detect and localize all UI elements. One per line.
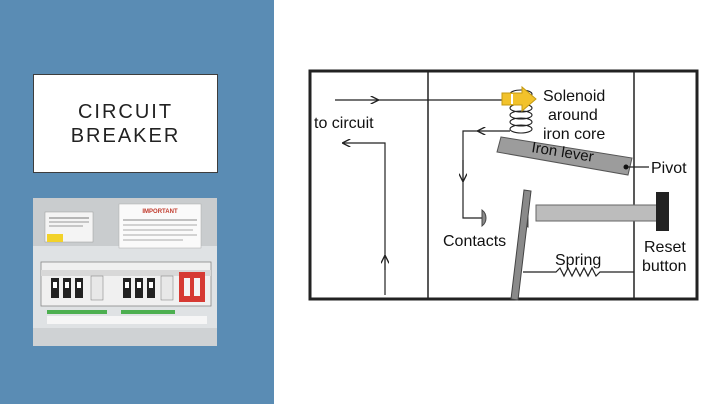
label-reset-2: button (642, 258, 686, 275)
label-spring: Spring (555, 252, 601, 269)
label-pivot: Pivot (651, 160, 687, 177)
moving-arm (510, 189, 532, 301)
label-contacts: Contacts (443, 233, 506, 250)
main-switch (179, 272, 205, 302)
fixed-contact (481, 208, 487, 228)
slide-title-line-1: CIRCUIT (77, 100, 174, 123)
slide-title-box: CIRCUIT BREAKER (33, 74, 218, 173)
reset-button (656, 192, 669, 231)
wire-to-contact (462, 130, 482, 219)
spring (523, 266, 634, 278)
important-sign-title: IMPORTANT (142, 209, 178, 215)
iron-lever (496, 136, 633, 176)
important-sign (118, 203, 202, 249)
reset-rod (535, 204, 658, 222)
diagram-frame (308, 69, 699, 301)
label-solenoid-3: iron core (543, 126, 605, 143)
label-solenoid-2: around (548, 107, 598, 124)
wire-return (343, 143, 386, 295)
pivot-point (623, 164, 629, 170)
slide-title-line-2: BREAKER (70, 124, 181, 147)
label-solenoid-1: Solenoid (543, 88, 605, 105)
label-to-circuit: to circuit (314, 115, 374, 132)
label-reset-1: Reset (644, 239, 686, 256)
consumer-unit-photo: IMPORTANT (33, 198, 217, 346)
current-arrow-icon (501, 85, 537, 113)
